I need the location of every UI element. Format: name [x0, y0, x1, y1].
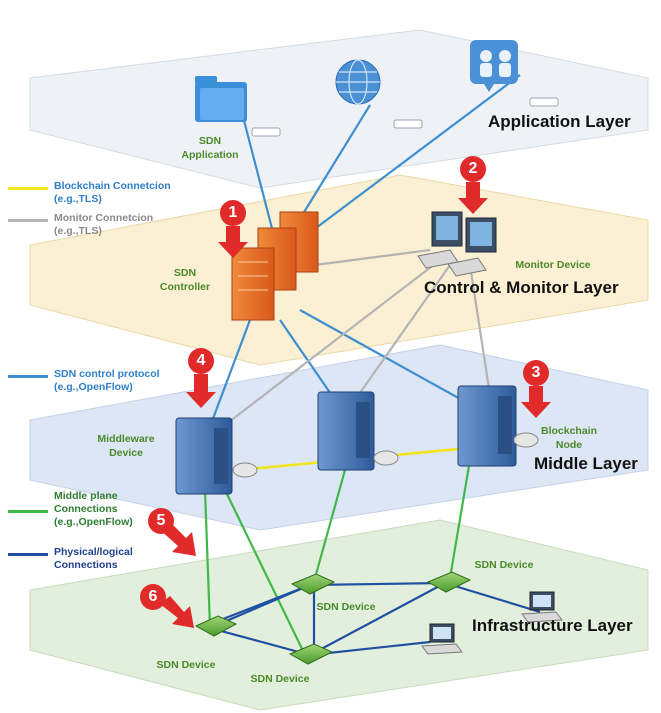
middleware-server-icon [175, 417, 258, 495]
center-server-icon [317, 391, 399, 471]
sdn-control-lines [203, 74, 521, 441]
application-layer-title: Application Layer [488, 112, 631, 131]
sdn-device-left-label: SDN Device [156, 659, 216, 671]
application-layer-plane [29, 29, 649, 189]
sdn-device-icons [194, 571, 472, 665]
middle-layer-title: Middle Layer [534, 454, 638, 473]
physical-lines [199, 581, 541, 657]
sdn-device-right-label: SDN Device [474, 559, 534, 571]
control-layer-title: Control & Monitor Layer [424, 278, 619, 297]
sdn-device-bottom-label: SDN Device [250, 673, 310, 685]
sdn-controller-icon [231, 211, 319, 321]
badge-3: 3 [523, 360, 549, 386]
badge-1: 1 [220, 200, 246, 226]
badge-2: 2 [460, 156, 486, 182]
monitor-lines [224, 248, 492, 426]
globe-icon [335, 59, 381, 105]
infrastructure-layer-plane [29, 519, 649, 711]
folder-icon [195, 76, 247, 122]
tag-icons [251, 97, 559, 137]
red-arrows [158, 182, 551, 628]
badge-5: 5 [148, 508, 174, 534]
monitor-device-icon [417, 211, 497, 277]
badge-4: 4 [188, 348, 214, 374]
support-icon [470, 40, 518, 92]
middle-plane-lines [203, 459, 472, 656]
monitor-device-label: Monitor Device [515, 259, 591, 271]
laptop-icons [421, 591, 563, 655]
sdn-device-center-label: SDN Device [316, 601, 376, 613]
blockchain-server-icon [457, 385, 539, 467]
infrastructure-layer-title: Infrastructure Layer [472, 616, 633, 635]
badge-6: 6 [140, 584, 166, 610]
